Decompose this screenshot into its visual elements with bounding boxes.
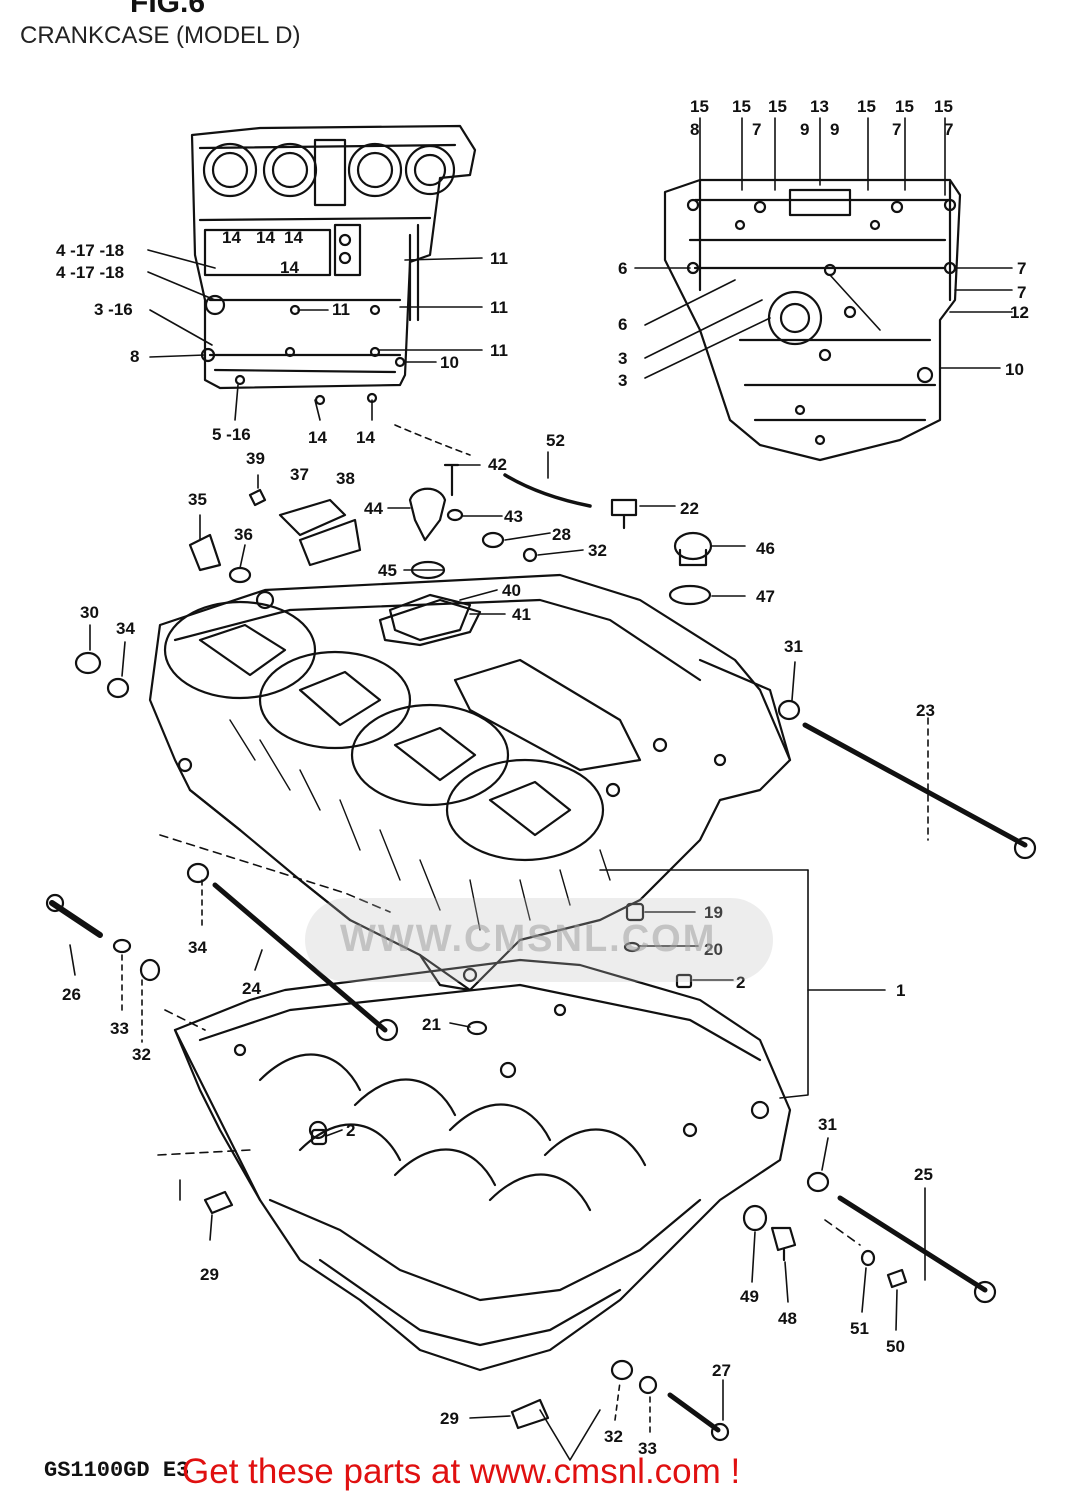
part-callout-23: 23 [916, 701, 935, 720]
figure-subtitle: CRANKCASE (MODEL D) [20, 22, 301, 49]
part-callout-40: 40 [502, 581, 521, 600]
part-callout-6a: 6 [618, 259, 627, 278]
part-callout-14f: 14 [356, 428, 375, 447]
part-callout-11a: 11 [490, 249, 508, 268]
part-callout-33b: 33 [638, 1439, 657, 1458]
part-callout-36: 36 [234, 525, 253, 544]
part-callout-9b: 9 [830, 120, 839, 139]
part-callout-48: 48 [778, 1309, 797, 1328]
main-leaders [69, 451, 929, 1461]
part-callout-7e: 7 [1017, 283, 1026, 302]
part-callout-51: 51 [850, 1319, 869, 1338]
watermark-badge [305, 898, 773, 982]
part-callout-25: 25 [914, 1165, 933, 1184]
part-callout-50: 50 [886, 1337, 905, 1356]
part-callout-28: 28 [552, 525, 571, 544]
part-callout-38: 38 [336, 469, 355, 488]
lower-crankcase [173, 958, 792, 1372]
part-callout-26: 26 [62, 985, 81, 1004]
part-callout-2a: 2 [736, 973, 745, 992]
part-callout-31a: 31 [784, 637, 803, 656]
part-callout-3a: 3 [618, 349, 627, 368]
part-callout-29b: 29 [440, 1409, 459, 1428]
top-right-leaders [634, 117, 1013, 379]
part-callout-22: 22 [680, 499, 699, 518]
part-callout-31b: 31 [818, 1115, 837, 1134]
part-callout-7a: 7 [752, 120, 761, 139]
part-callout-4-17-18b: 4 -17 -18 [56, 263, 124, 282]
part-callout-33a: 33 [110, 1019, 129, 1038]
part-callout-46: 46 [756, 539, 775, 558]
part-callout-11c: 11 [490, 298, 508, 317]
part-callout-15d: 15 [857, 97, 876, 116]
part-callout-21: 21 [422, 1015, 441, 1034]
part-callout-13: 13 [810, 97, 829, 116]
watermark-text: WWW.CMSNL.COM [340, 918, 717, 960]
part-callout-19: 19 [704, 903, 723, 922]
part-callout-11d: 11 [490, 341, 508, 360]
part-callout-15a: 15 [690, 97, 709, 116]
part-callout-8top: 8 [690, 120, 699, 139]
figure-title: FIG.6 [130, 0, 206, 19]
part-callout-7b: 7 [892, 120, 901, 139]
top-left-leaders [147, 249, 483, 456]
part-callout-45: 45 [378, 561, 397, 580]
model-code: GS1100GD E3 [44, 1458, 190, 1483]
part-callout-15c: 15 [768, 97, 787, 116]
part-callout-11b: 11 [332, 300, 350, 319]
part-callout-7c: 7 [944, 120, 953, 139]
part-callout-2b: 2 [346, 1121, 355, 1140]
part-callout-14e: 14 [308, 428, 327, 447]
part-callout-34b: 34 [188, 938, 207, 957]
part-callout-32a: 32 [588, 541, 607, 560]
lower-case-bottom-view [663, 178, 962, 462]
part-callout-43: 43 [504, 507, 523, 526]
part-callout-39: 39 [246, 449, 265, 468]
part-callout-15f: 15 [934, 97, 953, 116]
part-callout-37: 37 [290, 465, 309, 484]
part-callout-35: 35 [188, 490, 207, 509]
part-callout-14d: 14 [280, 258, 299, 277]
upper-crankcase [148, 573, 792, 992]
part-callout-10l: 10 [440, 353, 459, 372]
part-callout-30: 30 [80, 603, 99, 622]
part-callout-20: 20 [704, 940, 723, 959]
part-callout-5-16: 5 -16 [212, 425, 251, 444]
part-callout-14c: 14 [284, 228, 303, 247]
part-callout-3-16: 3 -16 [94, 300, 133, 319]
upper-case-top-view [190, 124, 477, 406]
parts-shop-link[interactable]: Get these parts at www.cmsnl.com ! [182, 1452, 741, 1491]
part-callout-1: 1 [896, 981, 905, 1000]
part-callout-14b: 14 [256, 228, 275, 247]
part-callout-32b: 32 [132, 1045, 151, 1064]
part-callout-34a: 34 [116, 619, 135, 638]
part-callout-42: 42 [488, 455, 507, 474]
part-callout-24: 24 [242, 979, 261, 998]
part-callout-10r: 10 [1005, 360, 1024, 379]
part-callout-52: 52 [546, 431, 565, 450]
part-callout-14a: 14 [222, 228, 241, 247]
part-callout-6b: 6 [618, 315, 627, 334]
part-callout-41: 41 [512, 605, 531, 624]
part-callout-12: 12 [1010, 303, 1029, 322]
part-callout-15e: 15 [895, 97, 914, 116]
part-callout-7d: 7 [1017, 259, 1026, 278]
part-callout-3b: 3 [618, 371, 627, 390]
part-callout-49: 49 [740, 1287, 759, 1306]
part-callout-9a: 9 [800, 120, 809, 139]
part-callout-8l: 8 [130, 347, 139, 366]
part-callout-4-17-18a: 4 -17 -18 [56, 241, 124, 260]
part-callout-29a: 29 [200, 1265, 219, 1284]
part-callout-44: 44 [364, 499, 383, 518]
part-callout-27: 27 [712, 1361, 731, 1380]
part-callout-32c: 32 [604, 1427, 623, 1446]
part-callout-47: 47 [756, 587, 775, 606]
part-callout-15b: 15 [732, 97, 751, 116]
